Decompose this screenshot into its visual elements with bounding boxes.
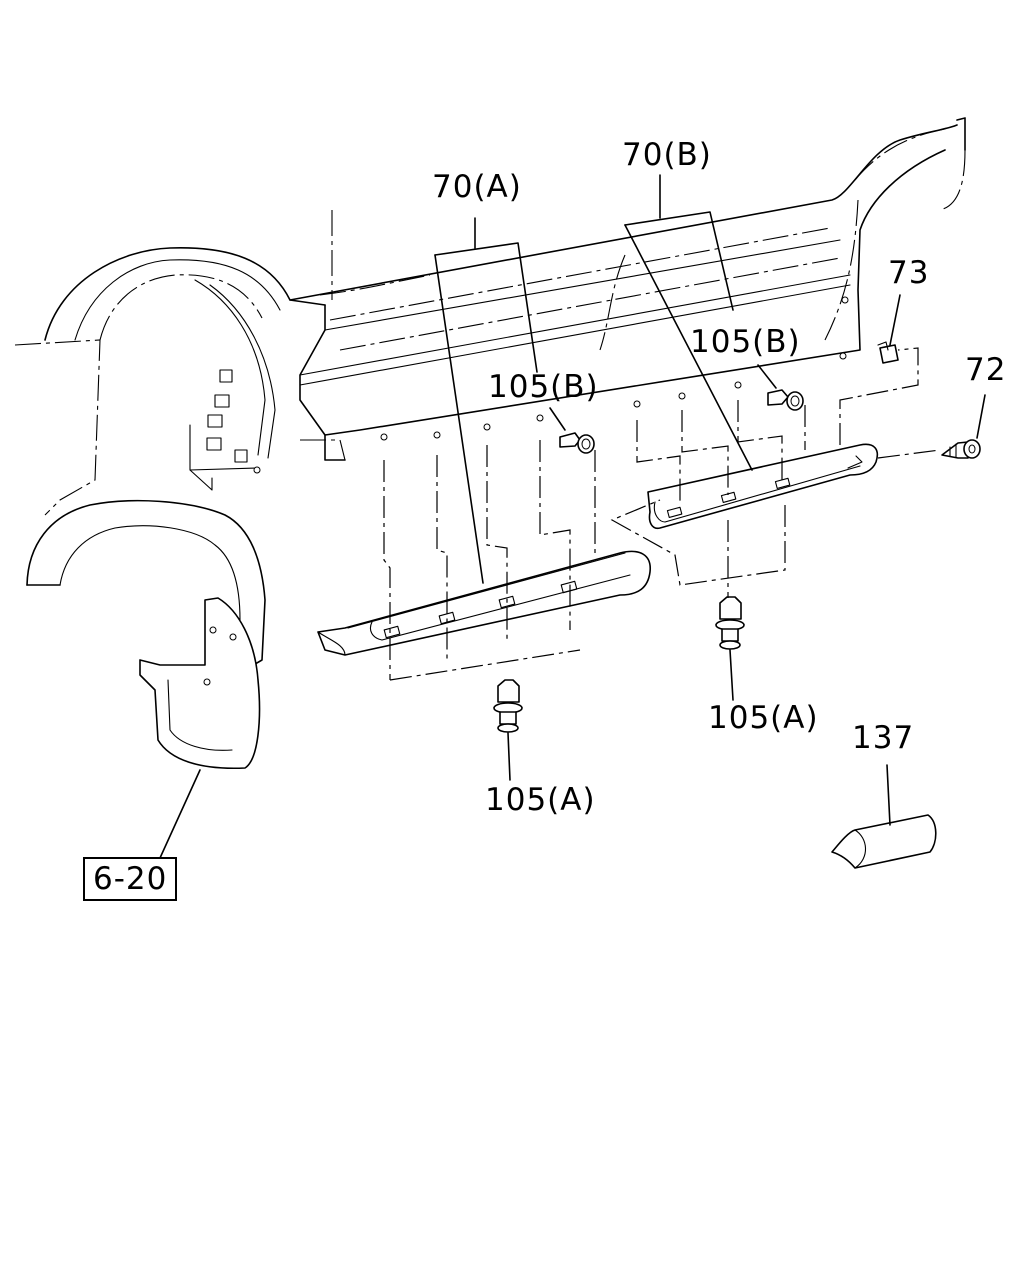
fastener-105b-right [757, 364, 804, 411]
side-garnish-70a [317, 217, 651, 656]
callout-105b-right: 105(B) [690, 324, 801, 360]
callout-105a-left: 105(A) [485, 782, 596, 818]
part-137-cap [831, 764, 937, 869]
callout-105a-right: 105(A) [708, 700, 819, 736]
callout-105b-left: 105(B) [488, 369, 599, 405]
callout-73: 73 [888, 255, 930, 291]
vehicle-body [14, 117, 966, 516]
fastener-105a-left [493, 679, 523, 781]
callout-70b: 70(B) [622, 137, 712, 173]
mudflap-assembly [26, 499, 266, 859]
reference-box-6-20[interactable]: 6-20 [83, 857, 178, 901]
side-garnish-70b [624, 174, 879, 530]
fastener-105a-right [715, 596, 745, 701]
fastener-105b-left [549, 407, 595, 454]
callout-137: 137 [852, 720, 915, 756]
callout-70a: 70(A) [432, 169, 522, 205]
alignment-lines [383, 347, 941, 681]
callout-72: 72 [965, 352, 1007, 388]
clip-73 [877, 294, 901, 364]
screw-72 [941, 394, 986, 459]
